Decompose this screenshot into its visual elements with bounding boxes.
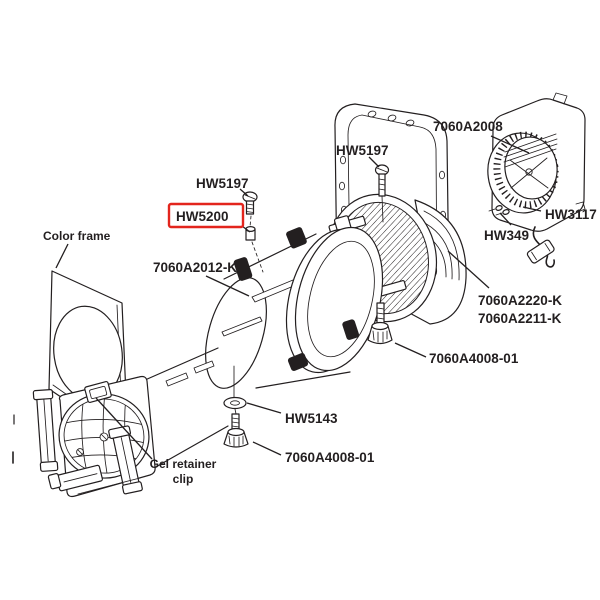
label-hw5197-center: HW5197 [196, 176, 249, 191]
washer-hw5143-part [223, 396, 247, 410]
label-7060a2012k: 7060A2012-K [153, 260, 237, 275]
frame-channel-right [108, 425, 143, 495]
power-lead-wire [532, 226, 555, 268]
label-color-frame: Color frame [43, 229, 111, 243]
frame-channel-left [32, 389, 59, 472]
front-assembly-drawing [32, 375, 156, 498]
labels: Color frame HW5197 HW5200 7060A2012-K HW… [43, 119, 597, 486]
label-7060a4008-01-right: 7060A4008-01 [429, 351, 519, 366]
rear-cap-drawing [487, 92, 586, 268]
knob-yoke-part [367, 302, 393, 345]
hw349-screws [488, 205, 510, 216]
tube-grip-handles [233, 227, 360, 371]
screw-hw5197-yoke [374, 164, 390, 223]
label-7060a2008: 7060A2008 [433, 119, 503, 134]
wire-connector [526, 239, 555, 264]
label-gel-retainer-line1: Gel retainer [150, 457, 217, 471]
highlighted-part-label-hw5200[interactable]: HW5200 [167, 202, 245, 229]
label-hw5197-yoke: HW5197 [336, 143, 389, 158]
leader-lines [55, 135, 542, 460]
spacer-hw5200-part [245, 226, 256, 241]
knob-bottom-part [223, 413, 249, 448]
screw-hw5197-center [242, 191, 258, 215]
label-7060a4008-01-bottom: 7060A4008-01 [285, 450, 375, 465]
label-7060a2220k: 7060A2220-K [478, 293, 562, 308]
label-7060a2211k: 7060A2211-K [478, 311, 562, 326]
label-hw3117: HW3117 [545, 207, 597, 222]
label-hw5200[interactable]: HW5200 [176, 209, 229, 224]
assembly-base [47, 464, 103, 492]
front-barrel-drawing [144, 347, 229, 469]
lens-wing-screws [76, 432, 109, 456]
label-gel-retainer-line2: clip [173, 472, 194, 486]
lens-tube-drawing [205, 226, 384, 389]
label-hw5143: HW5143 [285, 411, 338, 426]
gel-retainer-clip-part [84, 381, 112, 403]
label-hw349: HW349 [484, 228, 529, 243]
